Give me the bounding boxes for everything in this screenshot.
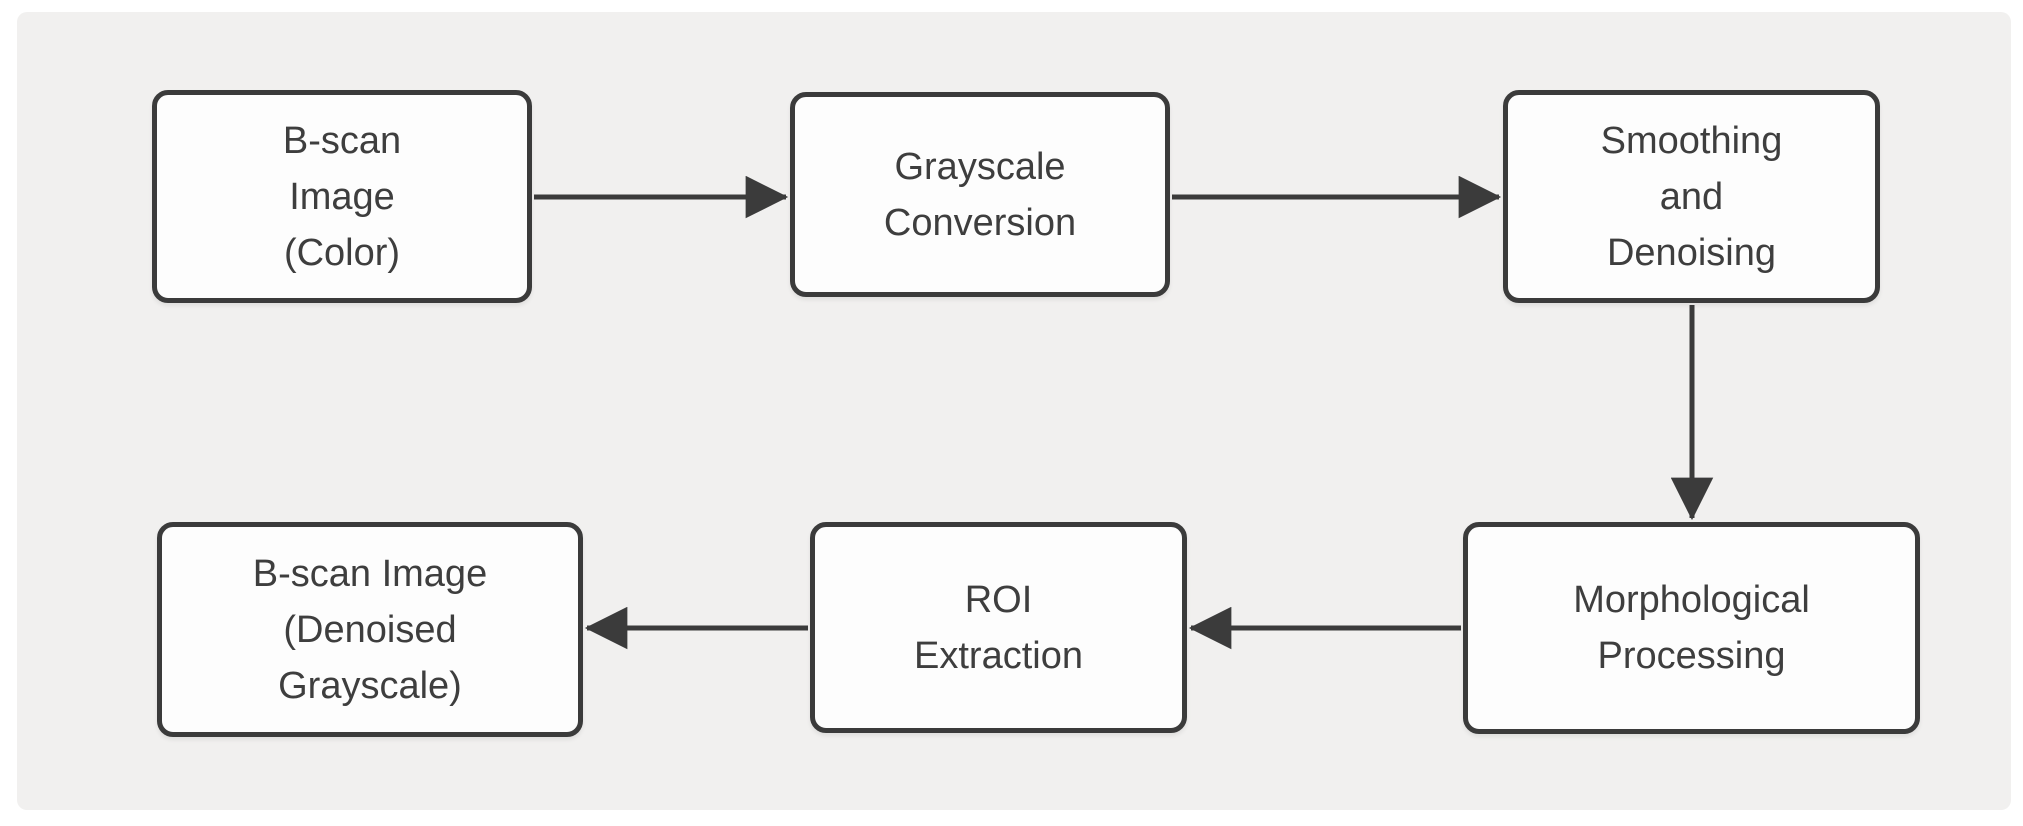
- flow-node-label: ROI Extraction: [914, 578, 1083, 677]
- flow-node-grayscale-conversion: Grayscale Conversion: [790, 92, 1170, 297]
- flow-node-bscan-denoised-grayscale: B-scan Image (Denoised Grayscale): [157, 522, 583, 737]
- flow-node-label: B-scan Image (Denoised Grayscale): [252, 552, 488, 707]
- flow-node-morphological-processing: Morphological Processing: [1463, 522, 1920, 734]
- flow-node-smoothing-denoising: Smoothing and Denoising: [1503, 90, 1880, 303]
- flow-node-label: Morphological Processing: [1573, 579, 1810, 677]
- flow-node-roi-extraction: ROI Extraction: [810, 522, 1187, 733]
- flow-node-bscan-color: B-scan Image (Color): [152, 90, 532, 303]
- flow-node-label: Smoothing and Denoising: [1600, 119, 1783, 274]
- flow-node-label: B-scan Image (Color): [282, 119, 402, 274]
- flow-node-label: Grayscale Conversion: [883, 145, 1077, 244]
